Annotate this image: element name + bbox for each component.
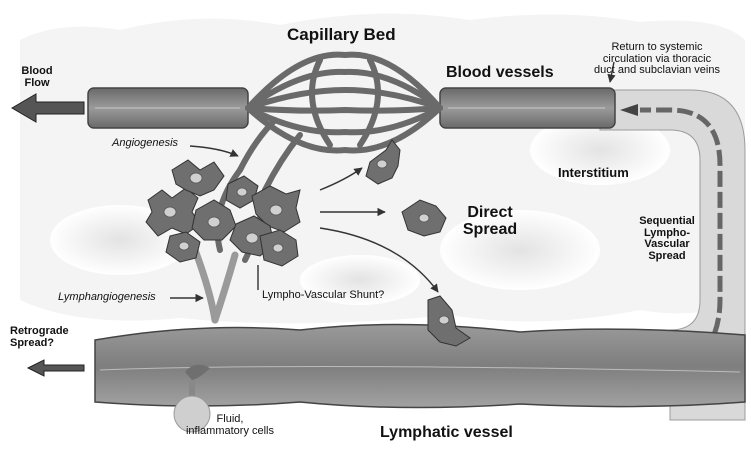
shunt-label: Lympho-Vascular Shunt?: [262, 290, 384, 302]
sequential-line4: Spread: [632, 251, 702, 263]
sequential-line3: Vascular: [632, 239, 702, 251]
fluid-line2: inflammatory cells: [170, 426, 290, 438]
fluid-line1: Fluid,: [170, 414, 290, 426]
blood-flow-label-line2: Flow: [10, 78, 64, 90]
retrograde-line2: Spread?: [10, 338, 69, 350]
sequential-spread-label: Sequential Lympho- Vascular Spread: [632, 216, 702, 262]
sequential-line1: Sequential: [632, 216, 702, 228]
blood-vessels-label: Blood vessels: [446, 65, 554, 82]
direct-spread-line1: Direct: [448, 205, 532, 222]
lymphangiogenesis-label: Lymphangiogenesis: [58, 292, 156, 304]
blood-vessel-right: [440, 88, 615, 128]
return-label-line3: duct and subclavian veins: [568, 65, 746, 77]
direct-spread-label: Direct Spread: [448, 205, 532, 239]
blood-flow-label-line1: Blood: [10, 66, 64, 78]
blood-flow-label: Blood Flow: [10, 66, 64, 89]
return-label: Return to systemic circulation via thora…: [568, 42, 746, 77]
return-label-line1: Return to systemic: [568, 42, 746, 54]
lymphatic-vessel-label: Lymphatic vessel: [380, 425, 513, 442]
retrograde-spread-label: Retrograde Spread?: [10, 326, 69, 349]
retrograde-arrow: [28, 360, 84, 376]
interstitium-label: Interstitium: [558, 166, 629, 180]
blood-vessel-left: [88, 88, 248, 128]
fluid-label: Fluid, inflammatory cells: [170, 414, 290, 437]
retrograde-line1: Retrograde: [10, 326, 69, 338]
angiogenesis-label: Angiogenesis: [112, 138, 178, 150]
capillary-bed-label: Capillary Bed: [287, 26, 396, 44]
direct-spread-line2: Spread: [448, 222, 532, 239]
